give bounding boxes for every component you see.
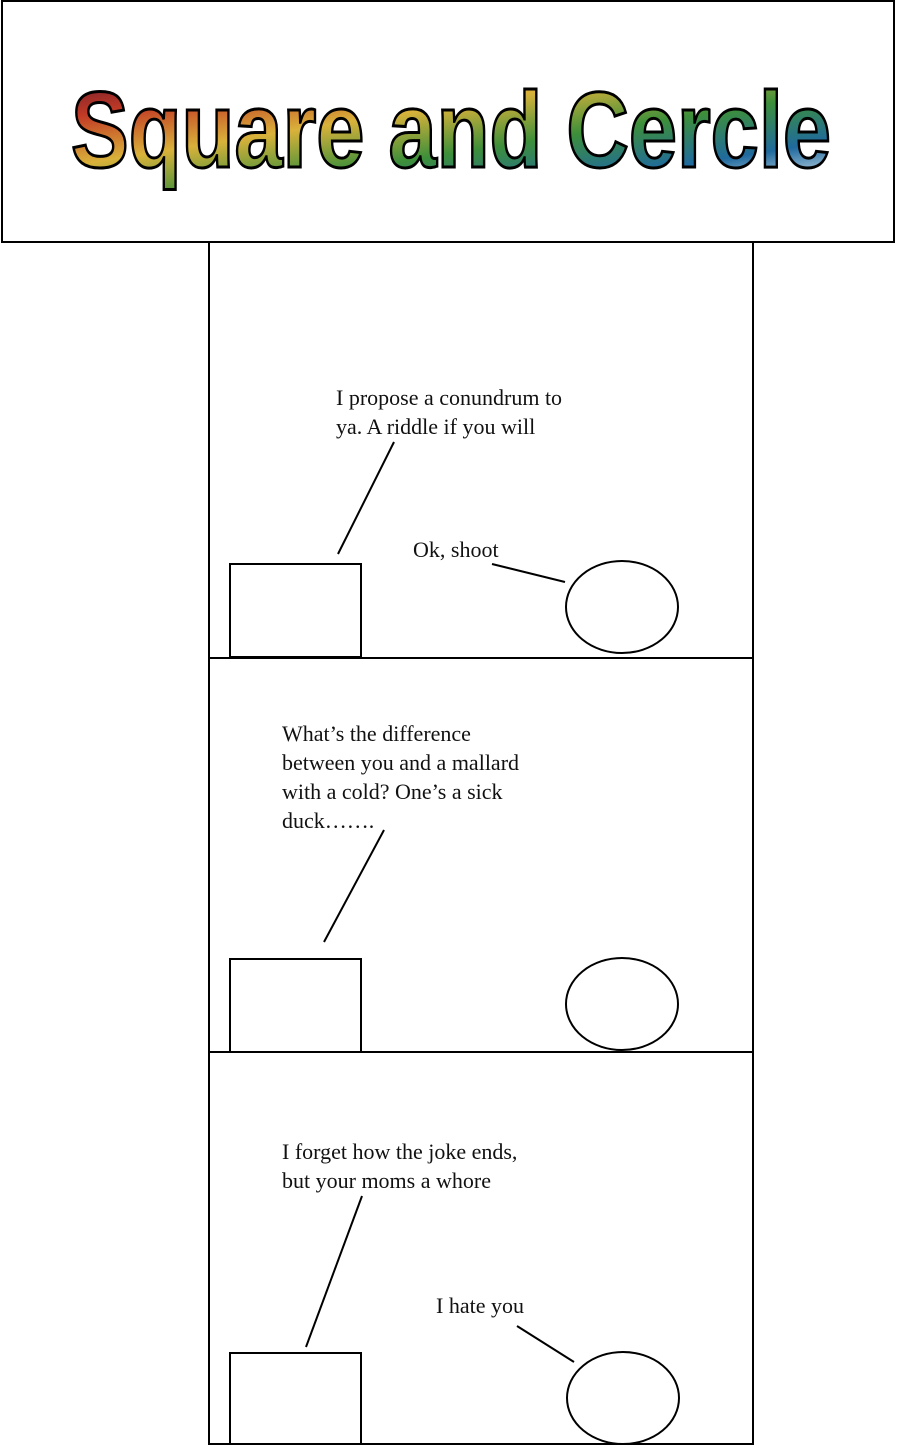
square-character: [229, 1352, 362, 1445]
square-speech: I forget how the joke ends, but your mom…: [282, 1139, 518, 1193]
circle-speech-tail: [491, 563, 566, 583]
panel-3: I forget how the joke ends, but your mom…: [210, 1051, 752, 1445]
square-speech-tail: [305, 1195, 363, 1348]
square-speech-tail: [323, 829, 385, 943]
title-art: Square and Cercle: [70, 68, 833, 192]
circle-speech-tail: [516, 1325, 575, 1363]
square-character: [229, 958, 362, 1053]
comic-strip: I propose a conundrum to ya. A riddle if…: [208, 243, 754, 1445]
circle-character: [566, 1351, 680, 1445]
circle-speech: Ok, shoot: [413, 537, 499, 562]
circle-speech: I hate you: [436, 1293, 524, 1318]
title-banner: Square and Cercle: [1, 0, 895, 243]
circle-character: [565, 957, 679, 1051]
panel-2-art: [229, 829, 679, 1053]
panel-2: What’s the difference between you and a …: [210, 657, 752, 1053]
square-speech: What’s the difference between you and a …: [282, 721, 520, 833]
square-speech-tail: [337, 441, 395, 555]
square-character: [229, 563, 362, 657]
comic-title: Square and Cercle: [71, 69, 831, 190]
panel-3-art: [229, 1195, 680, 1445]
circle-character: [565, 560, 679, 654]
panel-1-art: [229, 441, 679, 657]
panel-1: I propose a conundrum to ya. A riddle if…: [210, 243, 752, 657]
square-speech: I propose a conundrum to ya. A riddle if…: [336, 385, 563, 439]
